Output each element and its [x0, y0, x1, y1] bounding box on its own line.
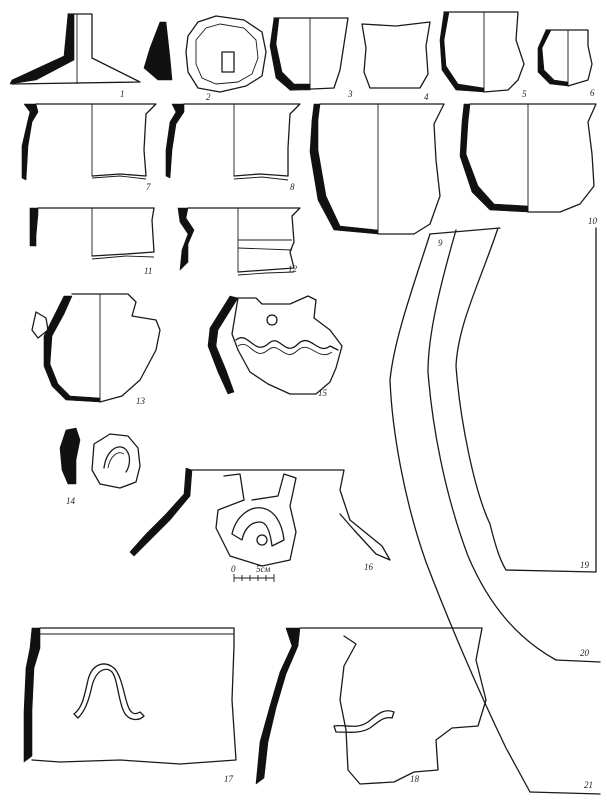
figure-number: 10 [588, 216, 598, 226]
vessel-drawing-12: 12 [177, 207, 301, 276]
vessel-drawing-10: 10 [459, 103, 598, 226]
figure-number: 3 [347, 89, 353, 99]
vessel-drawing-16: 16 [129, 467, 391, 572]
vessel-drawing-19-20-21: 19 20 21 [389, 227, 601, 795]
vessel-drawing-15: 15 [207, 295, 343, 398]
scale-length-label: 5см [256, 564, 270, 574]
figure-number: 18 [410, 774, 420, 784]
vessel-drawing-8: 8 [165, 103, 301, 192]
figure-number: 5 [522, 89, 527, 99]
figure-number: 4 [424, 92, 429, 102]
figure-number: 1 [120, 89, 125, 99]
vessel-drawing-5: 5 [439, 11, 527, 99]
vessel-drawing-1: 1 [9, 13, 141, 99]
figure-number: 17 [224, 774, 234, 784]
vessel-drawing-3: 3 [269, 17, 353, 99]
vessel-drawing-6: 6 [537, 29, 595, 98]
scale-bar: 0 5см [231, 564, 275, 582]
vessel-drawing-18: 18 [255, 627, 487, 785]
figure-number: 20 [580, 648, 590, 658]
figure-number: 14 [66, 496, 76, 506]
vessel-drawing-14: 14 [59, 427, 141, 506]
vessel-drawing-13: 13 [31, 293, 161, 406]
figure-number: 6 [590, 88, 595, 98]
vessel-drawing-2: 2 [143, 15, 267, 102]
figure-number: 7 [146, 182, 151, 192]
figure-number: 21 [584, 780, 593, 790]
vessel-drawing-17: 17 [23, 627, 237, 784]
figure-number: 9 [438, 238, 443, 248]
figure-number: 13 [136, 396, 146, 406]
figure-number: 19 [580, 560, 590, 570]
figure-number: 12 [288, 264, 298, 274]
scale-zero-label: 0 [231, 564, 236, 574]
figure-number: 2 [206, 92, 211, 102]
figure-number: 16 [364, 562, 374, 572]
vessel-drawing-4: 4 [361, 21, 431, 102]
figure-number: 15 [318, 388, 328, 398]
figure-number: 11 [144, 266, 152, 276]
figure-number: 8 [290, 182, 295, 192]
vessel-drawing-11: 11 [29, 207, 155, 276]
vessel-drawing-9: 9 [309, 103, 445, 248]
vessel-drawing-7: 7 [21, 103, 157, 192]
